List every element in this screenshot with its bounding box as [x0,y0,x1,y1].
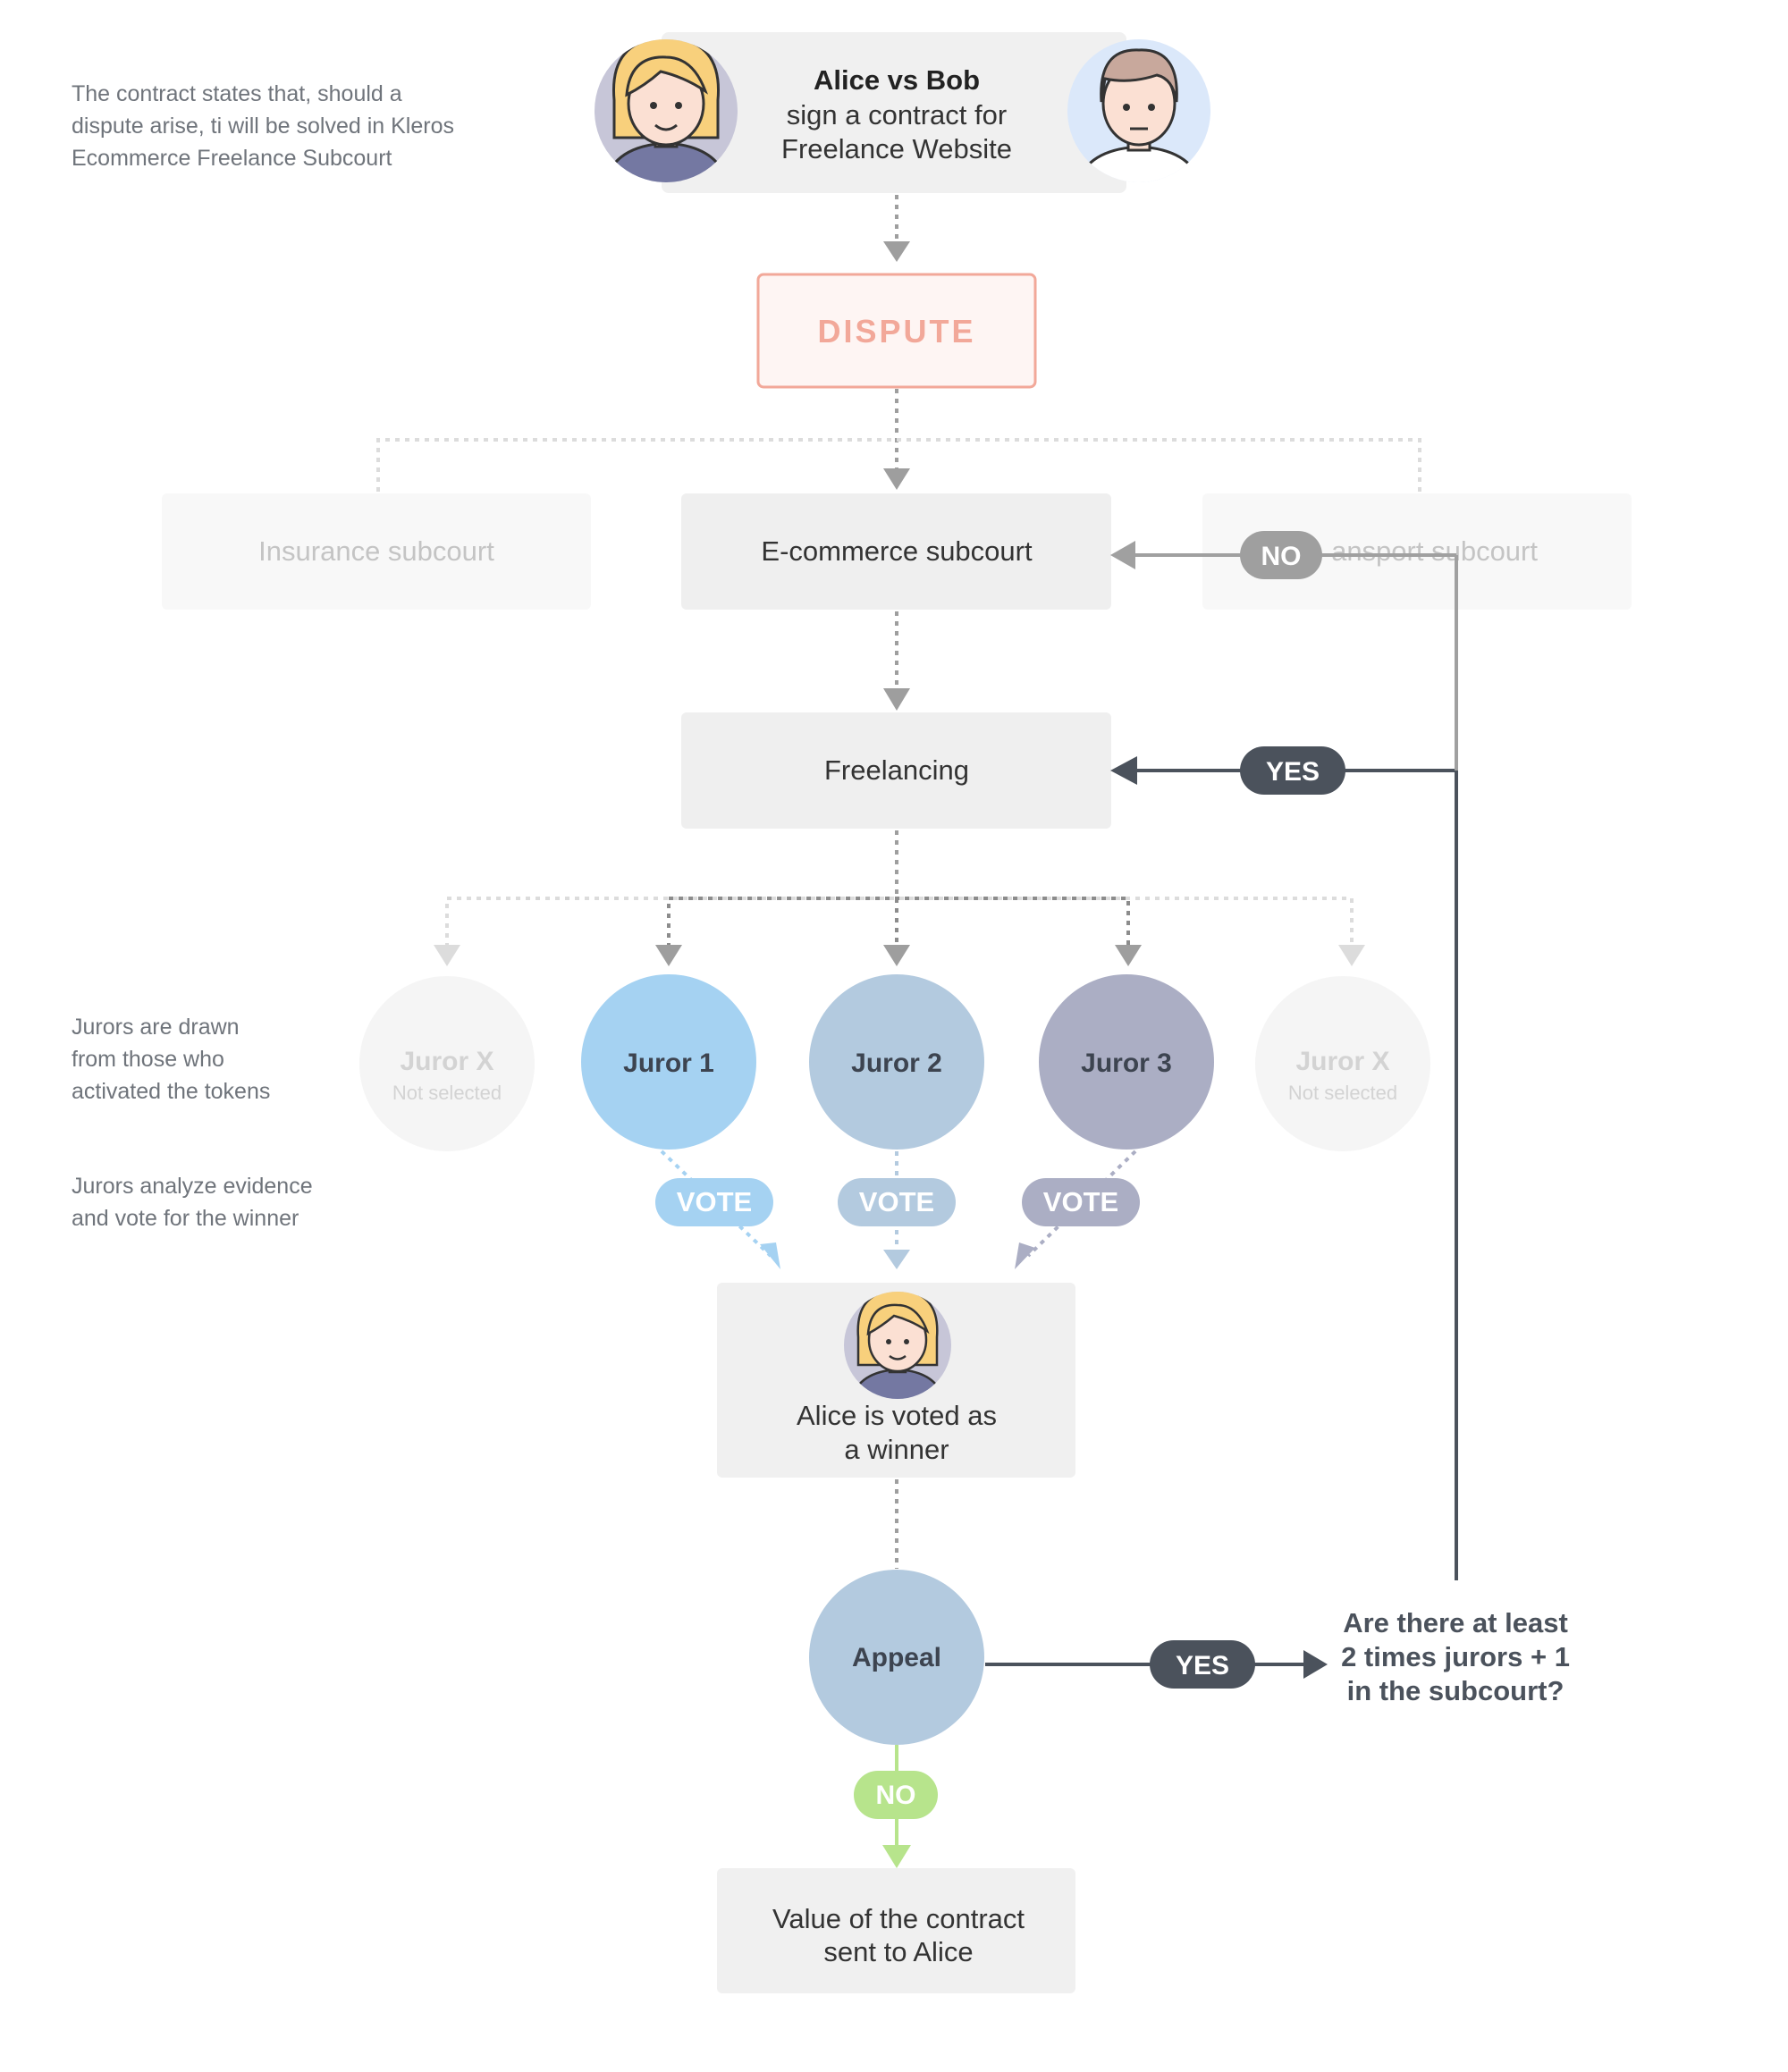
note-vote-line1: Jurors analyze evidence [72,1174,313,1199]
alice-avatar [595,39,738,182]
vote-badge-3: VOTE [1022,1178,1140,1226]
yes-badge-appeal-label: YES [1176,1651,1229,1680]
juror-2: Juror 2 [809,974,984,1150]
freelancing-label: Freelancing [824,754,969,786]
arrow-jurorx-right [1338,945,1365,966]
juror-x-left-status: Not selected [392,1082,502,1104]
transport-subcourt-label: ansport subcourt [1331,535,1538,567]
arrow-juror2 [883,945,910,966]
vote-badge-2-label: VOTE [859,1186,934,1217]
juror-x-right: Juror X Not selected [1255,976,1430,1151]
vote-badge-2: VOTE [838,1178,956,1226]
note-jurors-vote: Jurors analyze evidence and vote for the… [72,1174,313,1231]
note-drawn-line3: activated the tokens [72,1079,270,1104]
connector-jurors-branch-faded [445,897,1354,948]
vote-arrow-2 [883,1250,910,1269]
juror-x-left-name: Juror X [400,1047,493,1076]
insurance-subcourt-label: Insurance subcourt [258,535,494,567]
note-contract-line2: dispute arise, ti will be solved in Kler… [72,114,454,139]
arrow-juror1 [655,945,682,966]
appeal-yes-arrow [1303,1650,1328,1679]
question-line1: Are there at least [1343,1607,1568,1638]
contract-title: Alice vs Bob [814,64,980,96]
contract-line2: sign a contract for [787,99,1007,131]
juror-3: Juror 3 [1039,974,1214,1150]
alice-winner-avatar [844,1292,951,1399]
question-text: Are there at least 2 times jurors + 1 in… [1341,1607,1570,1706]
note-contract-line1: The contract states that, should a [72,81,402,106]
vote-arrow-1 [760,1242,780,1269]
result-line1: Value of the contract [772,1903,1025,1934]
arrow-jurorx-left [434,945,460,966]
yes-badge-mid-label: YES [1266,757,1320,787]
juror-x-right-status: Not selected [1288,1082,1397,1104]
vote-badge-3-label: VOTE [1043,1186,1118,1217]
no-badge-top: NO [1240,531,1322,579]
appeal-node: Appeal [809,1570,984,1745]
transport-subcourt: ansport subcourt [1202,493,1632,610]
dispute-label: DISPUTE [817,313,975,350]
result-box: Value of the contract sent to Alice [717,1868,1075,1993]
note-contract: The contract states that, should a dispu… [72,81,454,171]
yes-badge-mid: YES [1240,746,1345,795]
arrow-juror3 [1115,945,1142,966]
no-return-arrow [1110,541,1135,569]
juror-x-left: Juror X Not selected [359,976,535,1151]
winner-line1: Alice is voted as [797,1400,997,1431]
juror-x-right-name: Juror X [1295,1047,1389,1076]
vote-badge-1-label: VOTE [677,1186,752,1217]
no-badge-appeal: NO [854,1771,938,1819]
note-contract-line3: Ecommerce Freelance Subcourt [72,146,392,171]
contract-line3: Freelance Website [781,133,1012,164]
result-line2: sent to Alice [823,1936,973,1967]
juror-1: Juror 1 [581,974,756,1150]
arrow-header-dispute [883,241,910,262]
appeal-label: Appeal [852,1643,941,1672]
no-badge-top-label: NO [1261,542,1302,571]
vote-arrow-3 [1015,1242,1035,1269]
appeal-no-arrow [882,1845,911,1868]
note-jurors-drawn: Jurors are drawn from those who activate… [72,1015,270,1104]
yes-return-arrow [1110,756,1137,785]
juror-2-name: Juror 2 [851,1049,942,1078]
dispute-box: DISPUTE [756,273,1037,389]
note-drawn-line1: Jurors are drawn [72,1015,240,1040]
contract-card: Alice vs Bob sign a contract for Freelan… [662,32,1126,193]
winner-line2: a winner [844,1434,949,1465]
ecommerce-subcourt: E-commerce subcourt [681,493,1111,610]
yes-badge-appeal: YES [1150,1640,1255,1689]
arrow-ecommerce-freelancing [883,688,910,711]
note-drawn-line2: from those who [72,1047,224,1072]
question-line3: in the subcourt? [1347,1675,1564,1706]
question-line2: 2 times jurors + 1 [1341,1641,1570,1672]
insurance-subcourt: Insurance subcourt [162,493,591,610]
vote-badge-1: VOTE [655,1178,773,1226]
connector-subcourts-branch [376,438,1421,492]
note-vote-line2: and vote for the winner [72,1206,299,1231]
bob-avatar [1067,39,1210,182]
arrow-dispute-ecommerce [883,468,910,490]
no-badge-appeal-label: NO [876,1781,916,1810]
freelancing-box: Freelancing [681,712,1111,829]
juror-3-name: Juror 3 [1081,1049,1172,1078]
juror-1-name: Juror 1 [623,1049,714,1078]
ecommerce-subcourt-label: E-commerce subcourt [761,535,1033,567]
